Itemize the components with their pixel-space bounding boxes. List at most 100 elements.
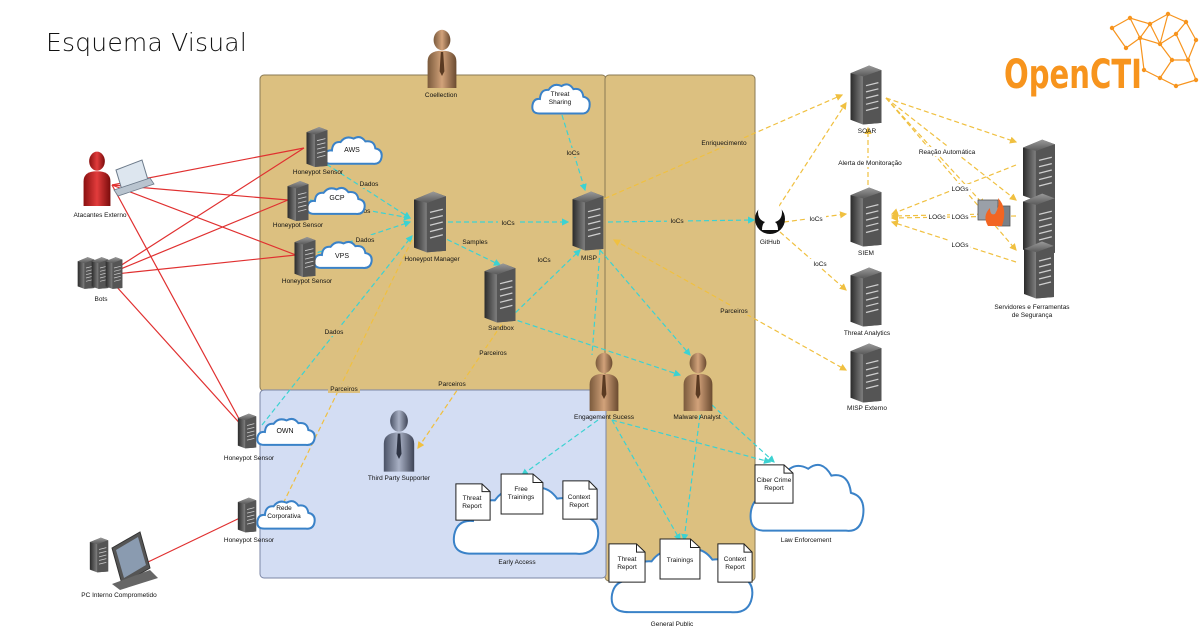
law-enforcement-label: Law Enforcement xyxy=(781,537,832,544)
svg-text:GitHub: GitHub xyxy=(760,239,781,246)
edge-label-iocs: IoCs xyxy=(670,218,684,225)
person-third-party: Third Party Supporter xyxy=(368,410,431,482)
misp-zone xyxy=(604,74,756,582)
computer-icon: PC Interno Comprometido xyxy=(81,531,158,599)
svg-text:Trainings: Trainings xyxy=(508,494,535,501)
cloud-gcp: GCP xyxy=(306,187,366,215)
yellow-flows xyxy=(275,94,1018,520)
svg-text:Ciber Crime: Ciber Crime xyxy=(757,477,792,484)
svg-text:Context: Context xyxy=(568,494,591,501)
svg-text:Honeypot Sensor: Honeypot Sensor xyxy=(293,169,344,176)
server-misp-externo: MISP Externo xyxy=(847,342,887,412)
early-access-label: Early Access xyxy=(498,559,536,566)
svg-text:Report: Report xyxy=(569,502,589,509)
server-soar: SOAR xyxy=(849,64,883,135)
svg-text:Honeypot Sensor: Honeypot Sensor xyxy=(224,537,275,544)
edge-label-parceiros: Parceiros xyxy=(479,350,507,357)
svg-text:Free: Free xyxy=(514,486,528,493)
server-threat-analytics: Threat Analytics xyxy=(844,266,891,337)
svg-text:Malware Analyst: Malware Analyst xyxy=(673,414,721,421)
page-title: Esquema Visual xyxy=(46,28,247,57)
cloud-aws: AWS xyxy=(323,136,383,165)
svg-text:Report: Report xyxy=(725,564,745,571)
edge-label-parceiros: Parceiros xyxy=(720,308,748,315)
svg-text:Sandbox: Sandbox xyxy=(488,325,514,332)
edge-label-parceiros: Parceiros xyxy=(330,386,358,393)
opencti-logo: OpenCTI xyxy=(1004,11,1199,98)
svg-text:Honeypot Manager: Honeypot Manager xyxy=(404,256,460,263)
doc-context-report-public: Context Report xyxy=(717,543,753,583)
svg-text:GCP: GCP xyxy=(329,195,345,202)
server-honeypot-aws: Honeypot Sensor xyxy=(293,126,344,176)
svg-text:Threat: Threat xyxy=(618,556,637,563)
server-security-tools: Servidores e Ferramentas de Segurança xyxy=(994,138,1070,319)
svg-text:Threat: Threat xyxy=(463,495,482,502)
edge-label-dados: Dados xyxy=(356,237,376,244)
server-honeypot-own: Honeypot Sensor xyxy=(224,413,275,462)
svg-text:Corporativa: Corporativa xyxy=(267,513,301,520)
edge-label-iocs: IoCs xyxy=(566,150,580,157)
svg-text:VPS: VPS xyxy=(335,253,349,260)
edge-label-logs: LOGs xyxy=(952,214,970,221)
svg-text:Threat Analytics: Threat Analytics xyxy=(844,330,891,337)
server-honeypot-vps: Honeypot Sensor xyxy=(282,236,333,285)
svg-text:SIEM: SIEM xyxy=(858,250,874,257)
cloud-threat-sharing: Threat Sharing xyxy=(531,83,591,115)
edge-label-logs: LOGs xyxy=(952,186,970,193)
svg-text:Honeypot Sensor: Honeypot Sensor xyxy=(273,222,324,229)
svg-text:Threat: Threat xyxy=(551,91,570,98)
edge-label-parceiros: Parceiros xyxy=(438,381,466,388)
svg-text:MISP Externo: MISP Externo xyxy=(847,405,887,412)
svg-text:Rede: Rede xyxy=(276,505,292,512)
server-sandbox: Sandbox xyxy=(483,262,517,332)
cloud-vps: VPS xyxy=(313,241,373,269)
cloud-own: OWN xyxy=(256,418,316,446)
edge-label-enriquecimento: Enriquecimento xyxy=(701,140,747,147)
svg-text:de Segurança: de Segurança xyxy=(1012,312,1053,319)
svg-text:Coellection: Coellection xyxy=(425,92,458,99)
edge-label-alerta: Alerta de Monitoração xyxy=(838,160,902,167)
svg-text:Sharing: Sharing xyxy=(549,99,572,106)
svg-text:Report: Report xyxy=(462,503,482,510)
server-honeypot-gcp: Honeypot Sensor xyxy=(273,180,324,229)
github-icon: GitHub xyxy=(755,200,785,246)
person-malware-analyst: Malware Analyst xyxy=(673,352,721,421)
edge-label-reacao: Reação Automática xyxy=(919,149,976,156)
firewall-icon xyxy=(977,198,1011,227)
doc-threat-report-early: Threat Report xyxy=(455,483,491,521)
edge-label-iocs: IoCs xyxy=(813,261,827,268)
edge-label-logs: LOGc xyxy=(929,214,947,221)
edge-label-iocs: IoCs xyxy=(809,216,823,223)
bots-servers: Bots xyxy=(77,256,123,303)
general-public-label: General Public xyxy=(651,621,694,628)
svg-text:Servidores e Ferramentas: Servidores e Ferramentas xyxy=(994,304,1070,311)
svg-text:Report: Report xyxy=(617,564,637,571)
edge-label-samples: Samples xyxy=(462,239,488,246)
server-honeypot-rede: Honeypot Sensor xyxy=(224,497,275,544)
doc-threat-report-public: Threat Report xyxy=(608,543,646,583)
server-honeypot-manager: Honeypot Manager xyxy=(404,190,460,263)
svg-text:Report: Report xyxy=(764,485,784,492)
svg-text:Context: Context xyxy=(724,556,747,563)
doc-context-report-early: Context Report xyxy=(562,480,598,520)
attacker-icon: Atacantes Externo xyxy=(73,151,155,219)
cloud-rede-corporativa: Rede Corporativa xyxy=(256,500,316,530)
edge-label-logs: LOGs xyxy=(952,242,970,249)
logo-text: OpenCTI xyxy=(1004,52,1142,98)
person-collection: Coellection xyxy=(425,29,458,99)
svg-text:PC Interno Comprometido: PC Interno Comprometido xyxy=(81,592,157,599)
svg-text:Third Party Supporter: Third Party Supporter xyxy=(368,475,431,482)
svg-text:AWS: AWS xyxy=(344,147,360,154)
svg-text:MISP: MISP xyxy=(581,255,597,262)
edge-label-dados: Dados xyxy=(360,181,380,188)
svg-text:OWN: OWN xyxy=(276,428,293,435)
svg-text:Trainings: Trainings xyxy=(667,557,694,564)
svg-text:Honeypot Sensor: Honeypot Sensor xyxy=(224,455,275,462)
edge-label-dados: Dados xyxy=(325,329,345,336)
edge-label-iocs: IoCs xyxy=(537,257,551,264)
person-engagement: Engagement Sucess xyxy=(574,352,635,421)
edge-label-iocs: IoCs xyxy=(501,220,515,227)
doc-free-trainings: Free Trainings xyxy=(500,473,544,515)
